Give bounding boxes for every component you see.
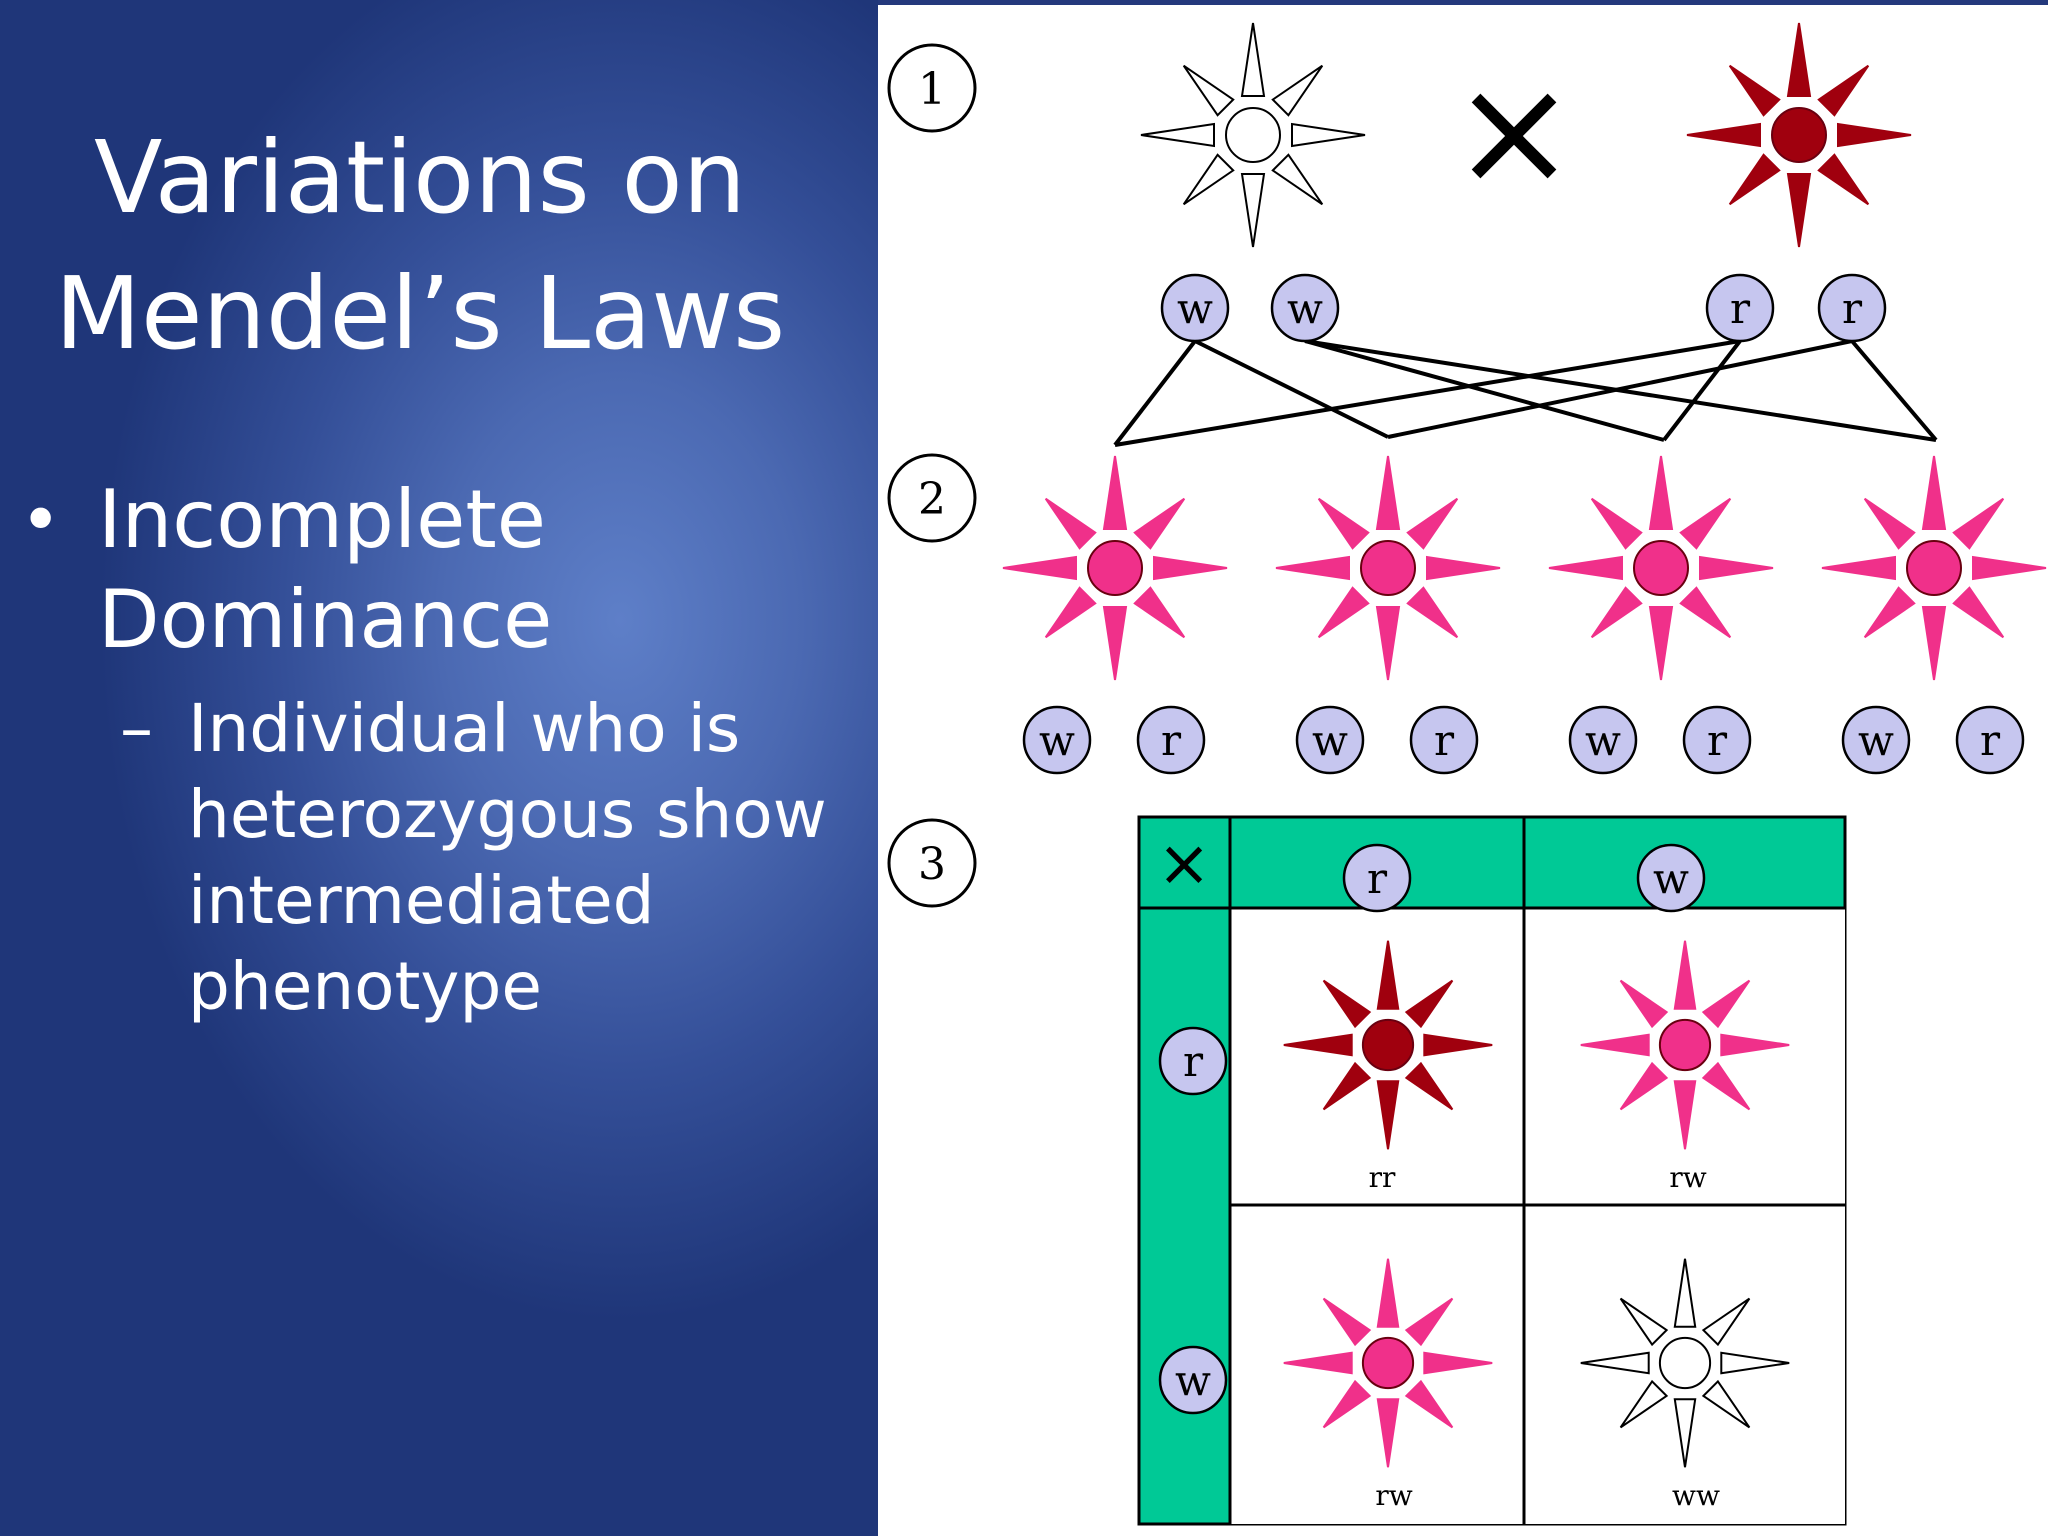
allele-w-f1-4: w <box>1841 705 1911 775</box>
genetics-diagram: 1 2 3 × <box>887 22 2047 1526</box>
punnett-body <box>1230 908 1845 1524</box>
punnett-col-allele-w: w <box>1636 843 1706 913</box>
slide-title: Variations on Mendel’s Laws <box>20 110 820 382</box>
title-line-2: Mendel’s Laws <box>54 255 786 372</box>
punnett-col-allele-w-label: w <box>1653 854 1689 903</box>
sub-bullet-marker: – <box>120 690 153 767</box>
step-number-2: 2 <box>918 474 946 525</box>
genotype-rr: rr <box>1369 1161 1396 1194</box>
flower-pink-rw-2 <box>1283 1258 1493 1468</box>
flower-pink-f1-1 <box>1002 455 1228 681</box>
allele-r-parent-1: r <box>1705 273 1775 343</box>
allele-r-f1-2-label: r <box>1434 716 1455 765</box>
allele-w-f1-3-label: w <box>1585 716 1621 765</box>
allele-r-f1-4: r <box>1955 705 2025 775</box>
punnett-square: × r w r w rr rw rw ww <box>1137 815 1847 1526</box>
sub-bullet-line-1: Individual who is <box>188 690 741 767</box>
flower-pink-rw-1 <box>1580 940 1790 1150</box>
punnett-row-allele-w-label: w <box>1175 1356 1211 1405</box>
flower-pink-f1-3 <box>1548 455 1774 681</box>
bullet-text: Incomplete Dominance <box>98 470 858 670</box>
step-marker-3: 3 <box>887 818 977 908</box>
sub-bullet-text: Individual who is heterozygous show inte… <box>188 686 868 1030</box>
allele-w-parent-2: w <box>1270 273 1340 343</box>
punnett-col-allele-r-label: r <box>1367 854 1388 903</box>
punnett-col-allele-r: r <box>1342 843 1412 913</box>
allele-r-f1-4-label: r <box>1980 716 2001 765</box>
allele-w-f1-2: w <box>1295 705 1365 775</box>
allele-w-f1-2-label: w <box>1312 716 1348 765</box>
allele-w-parent-1-label: w <box>1177 284 1213 333</box>
allele-r-parent-2: r <box>1817 273 1887 343</box>
punnett-corner-cross: × <box>1157 827 1211 901</box>
title-line-1: Variations on <box>93 119 747 236</box>
allele-w-parent-1: w <box>1160 273 1230 343</box>
allele-w-f1-3: w <box>1568 705 1638 775</box>
bullet-line-2: Dominance <box>98 573 553 666</box>
flower-pink-f1-4 <box>1821 455 2047 681</box>
genotype-ww: ww <box>1672 1479 1720 1512</box>
punnett-row-allele-r: r <box>1158 1026 1228 1096</box>
flower-red-parent <box>1686 22 1912 248</box>
allele-r-f1-3: r <box>1682 705 1752 775</box>
allele-r-parent-1-label: r <box>1730 284 1751 333</box>
sub-bullet-line-3: intermediated <box>188 862 655 939</box>
allele-r-f1-2: r <box>1409 705 1479 775</box>
flower-white-parent <box>1140 22 1366 248</box>
allele-w-f1-1-label: w <box>1039 716 1075 765</box>
allele-w-parent-2-label: w <box>1287 284 1323 333</box>
step-number-3: 3 <box>918 839 946 890</box>
bullet-line-1: Incomplete <box>98 473 546 566</box>
punnett-row-allele-w: w <box>1158 1345 1228 1415</box>
allele-r-parent-2-label: r <box>1842 284 1863 333</box>
genotype-rw-bottom: rw <box>1375 1479 1412 1512</box>
allele-w-f1-4-label: w <box>1858 716 1894 765</box>
flower-red-rr <box>1283 940 1493 1150</box>
genetics-figure: 1 2 3 × <box>878 0 2048 1536</box>
sub-bullet-line-4: phenotype <box>188 948 542 1025</box>
flower-pink-f1-2 <box>1275 455 1501 681</box>
allele-r-f1-1: r <box>1136 705 1206 775</box>
flower-white-ww <box>1580 1258 1790 1468</box>
step-number-1: 1 <box>918 64 946 115</box>
step-marker-2: 2 <box>887 453 977 543</box>
punnett-grid <box>1139 817 1845 1524</box>
sub-bullet-line-2: heterozygous show <box>188 776 827 853</box>
bullet-marker: • <box>20 479 62 561</box>
allele-r-f1-3-label: r <box>1707 716 1728 765</box>
genotype-rw-top: rw <box>1669 1161 1706 1194</box>
allele-r-f1-1-label: r <box>1161 716 1182 765</box>
step-marker-1: 1 <box>887 43 977 133</box>
gamete-cross-lines <box>1113 339 1938 447</box>
allele-w-f1-1: w <box>1022 705 1092 775</box>
text-panel: Variations on Mendel’s Laws • Incomplete… <box>0 0 878 1536</box>
punnett-row-allele-r-label: r <box>1183 1037 1204 1086</box>
cross-symbol: × <box>1451 45 1577 219</box>
